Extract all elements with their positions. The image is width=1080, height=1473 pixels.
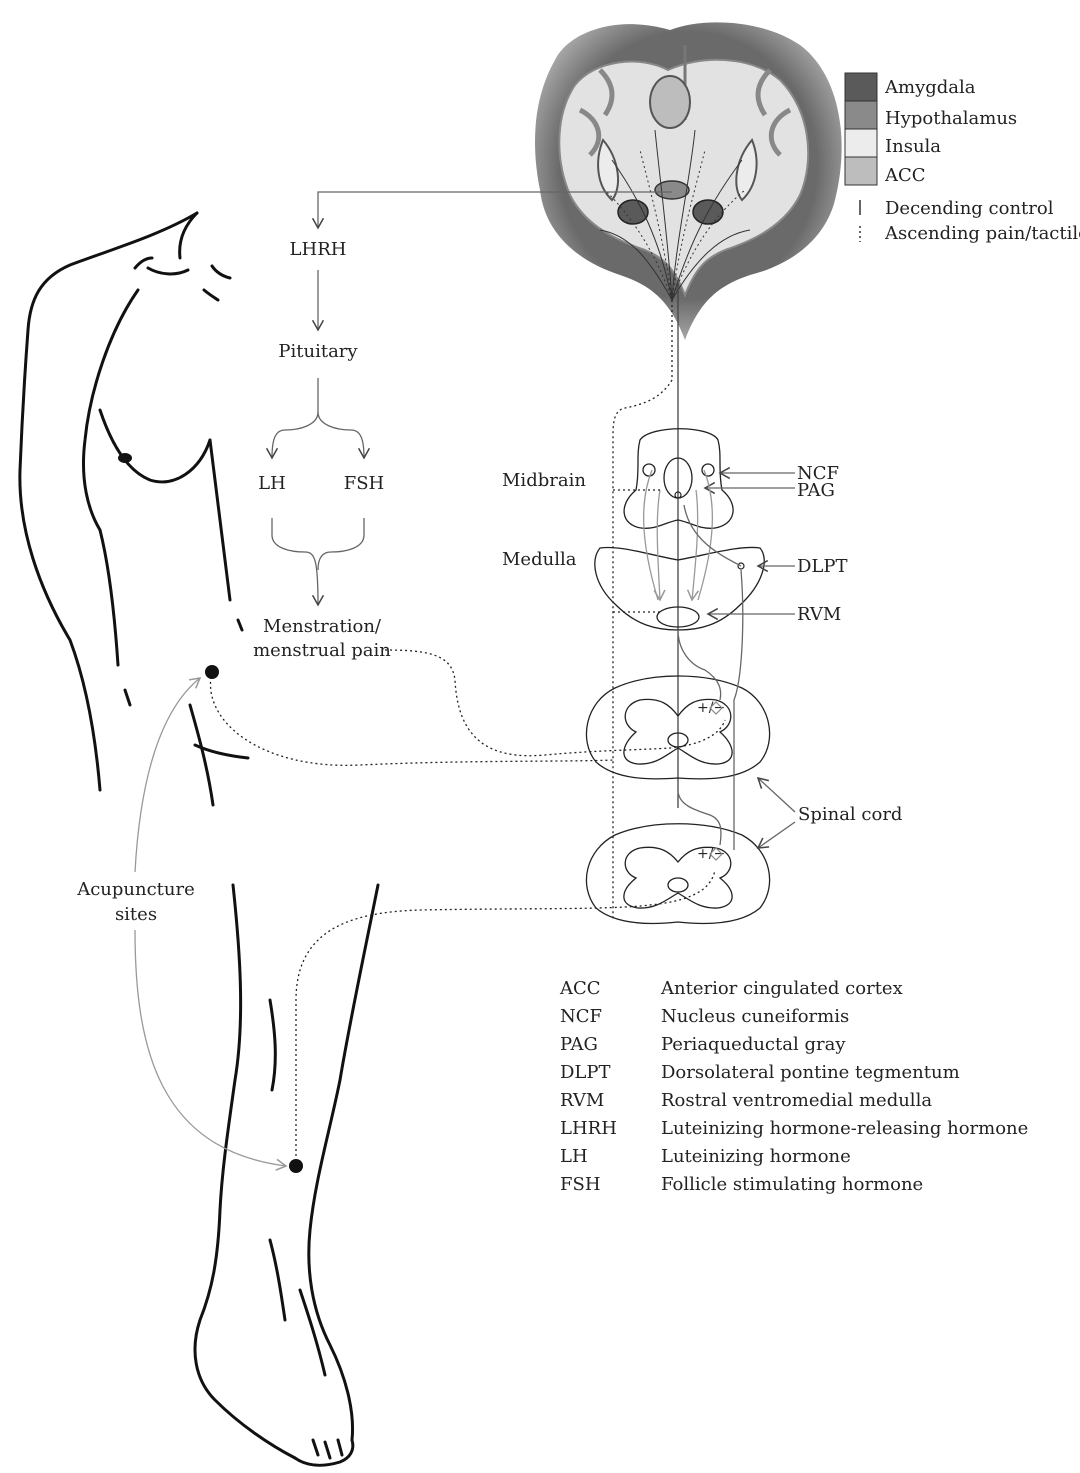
- medulla-label: Medulla: [502, 549, 577, 570]
- fsh-label: FSH: [344, 473, 385, 494]
- legend-swatch-amygdala: [845, 73, 877, 101]
- abbreviation-definition: Follicle stimulating hormone: [661, 1174, 923, 1195]
- left-ncf-nucleus: [643, 464, 655, 476]
- legend-swatch-acc: [845, 157, 877, 185]
- acupuncture-point-abdomen: [205, 665, 219, 679]
- abbreviation-term: PAG: [560, 1034, 598, 1055]
- acupuncture-label-line2: sites: [115, 904, 157, 925]
- modulation-sign-upper: +/−: [697, 700, 725, 716]
- spinal-cord-pointer-upper: [758, 778, 795, 812]
- legend-label-hypothalamus: Hypothalamus: [885, 108, 1017, 129]
- brainstem-spinal-cord: Midbrain NCF PAG Medulla DLPT RVM +: [502, 280, 902, 924]
- abbreviation-term: RVM: [560, 1090, 604, 1111]
- abbreviation-definition: Luteinizing hormone-releasing hormone: [661, 1118, 1028, 1139]
- spinal-cord-pointer-lower: [758, 822, 795, 848]
- legend-swatch-insula: [845, 129, 877, 157]
- lhrh-label: LHRH: [290, 239, 347, 260]
- pituitary-to-fsh-arrow: [318, 412, 364, 458]
- abbreviation-definition: Anterior cingulated cortex: [660, 978, 903, 999]
- menstruation-label-line2: menstrual pain: [253, 640, 391, 661]
- abbreviation-term: FSH: [560, 1174, 601, 1195]
- legend-label-amygdala: Amygdala: [884, 77, 976, 98]
- hypothalamus-region: [655, 181, 689, 199]
- abbreviation-term: LH: [560, 1146, 588, 1167]
- spinal-cord-section-lower: [586, 824, 769, 924]
- abbreviation-definition: Rostral ventromedial medulla: [661, 1090, 932, 1111]
- midbrain-label: Midbrain: [502, 470, 586, 491]
- acc-region: [650, 76, 690, 128]
- pag-label: PAG: [797, 480, 835, 501]
- legend-label-acc: ACC: [884, 165, 926, 186]
- acupuncture-label-line1: Acupuncture: [76, 879, 195, 900]
- legend-label-insula: Insula: [885, 136, 941, 157]
- lh-fsh-merge-arrow: [272, 518, 318, 605]
- spinal-cord-label: Spinal cord: [798, 804, 902, 825]
- modulation-sign-lower: +/−: [697, 846, 725, 862]
- abbreviation-term: ACC: [559, 978, 601, 999]
- acupuncture-sites: Acupuncture sites: [76, 665, 303, 1173]
- rvm-label: RVM: [797, 604, 841, 625]
- right-ncf-nucleus: [702, 464, 714, 476]
- pituitary-label: Pituitary: [278, 341, 358, 362]
- menstruation-label-line1: Menstration/: [263, 616, 382, 637]
- abbreviation-term: DLPT: [560, 1062, 611, 1083]
- body-silhouette: [20, 213, 378, 1465]
- abbreviation-definition: Periaqueductal gray: [661, 1034, 846, 1055]
- acupuncture-point-leg: [289, 1159, 303, 1173]
- dlpt-label: DLPT: [797, 556, 848, 577]
- acupuncture-arrow-leg: [135, 930, 286, 1166]
- legend-swatch-hypothalamus: [845, 101, 877, 129]
- abbreviation-term: NCF: [560, 1006, 602, 1027]
- medulla-section: [595, 547, 764, 630]
- abbreviation-term: LHRH: [560, 1118, 617, 1139]
- fsh-merge-branch: [318, 518, 364, 570]
- abbreviation-definition: Dorsolateral pontine tegmentum: [661, 1062, 960, 1083]
- pituitary-to-lh-arrow: [272, 378, 318, 458]
- brain-coronal-section: [535, 22, 842, 340]
- abbreviation-definition: Nucleus cuneiformis: [661, 1006, 849, 1027]
- legend: Amygdala Hypothalamus Insula ACC Decendi…: [845, 73, 1080, 244]
- legend-label-descending: Decending control: [885, 198, 1054, 219]
- legend-label-ascending: Ascending pain/tactile: [884, 223, 1080, 244]
- lh-label: LH: [258, 473, 286, 494]
- abbreviation-definition: Luteinizing hormone: [661, 1146, 851, 1167]
